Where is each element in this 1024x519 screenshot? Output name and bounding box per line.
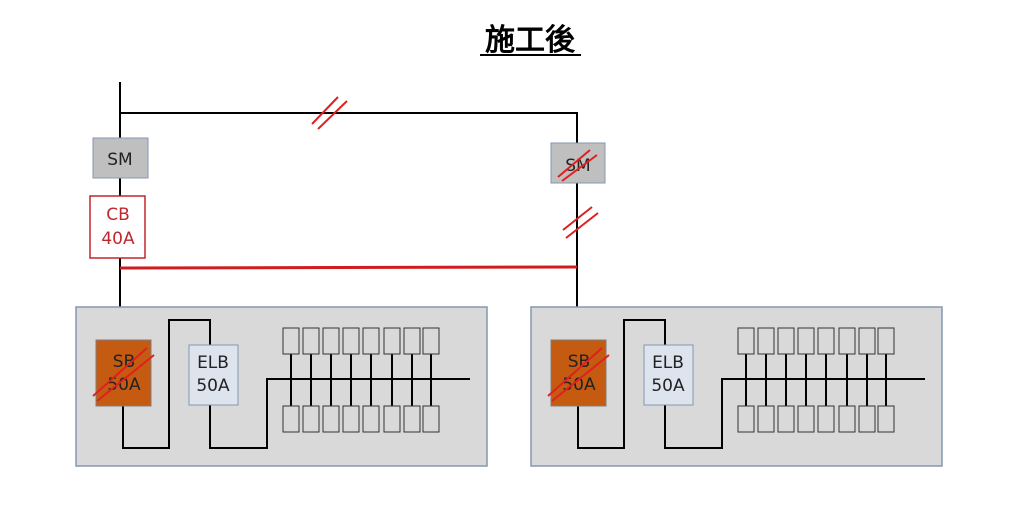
branch-feed-line: [120, 112, 578, 340]
sb-to-elb-wire: [122, 319, 211, 449]
cb-label-2: 40A: [101, 229, 135, 249]
meter-label: SM: [107, 150, 132, 170]
branch-breaker-bottom: [362, 405, 380, 433]
branch-breaker-bottom: [383, 405, 401, 433]
branch-breaker-bottom: [282, 405, 300, 433]
meter-right-removed: SM: [550, 142, 606, 184]
branch-breaker-top: [282, 327, 300, 355]
branch-breaker-top: [817, 327, 835, 355]
cut-mark-right: [562, 206, 599, 239]
new-red-feed-line: [119, 265, 578, 270]
branch-breaker-bottom: [817, 405, 835, 433]
branch-breaker-top: [777, 327, 795, 355]
branch-breaker-bottom: [342, 405, 360, 433]
branch-breaker-bottom: [838, 405, 856, 433]
meter-left: SM: [92, 137, 149, 179]
distribution-panel-left: SB 50A ELB 50A: [75, 306, 488, 467]
branch-breaker-bottom: [777, 405, 795, 433]
elb-label-1: ELB: [652, 353, 684, 373]
branch-breaker-top: [877, 327, 895, 355]
branch-breaker-top: [403, 327, 421, 355]
branch-breaker-bottom: [797, 405, 815, 433]
branch-breaker-top: [797, 327, 815, 355]
sb-label-2: 50A: [562, 375, 596, 395]
branch-breaker-top: [362, 327, 380, 355]
bus-bar: [664, 378, 925, 449]
branch-breaker-bottom: [422, 405, 440, 433]
strike-mark: [92, 347, 155, 402]
sb-label-2: 50A: [107, 375, 141, 395]
branch-breaker-bottom: [737, 405, 755, 433]
branch-breaker-bottom: [302, 405, 320, 433]
service-breaker-sb: SB 50A: [547, 339, 610, 407]
bus-bar: [209, 378, 470, 449]
branch-breaker-top: [302, 327, 320, 355]
branch-breaker-top: [422, 327, 440, 355]
sb-label-1: SB: [568, 352, 590, 372]
elb-label-2: 50A: [196, 376, 230, 396]
earth-leakage-breaker-elb: ELB 50A: [188, 344, 239, 406]
cut-mark-top: [311, 96, 348, 130]
branch-breaker-top: [383, 327, 401, 355]
meter-label: SM: [565, 156, 590, 176]
branch-breaker-bottom: [877, 405, 895, 433]
branch-breaker-top: [858, 327, 876, 355]
distribution-panel-right: SB 50A ELB 50A: [530, 306, 943, 467]
strike-mark: [547, 347, 610, 402]
service-breaker-sb: SB 50A: [92, 339, 155, 407]
elb-label-1: ELB: [197, 353, 229, 373]
branch-breaker-bottom: [403, 405, 421, 433]
strike-mark: [557, 149, 598, 182]
diagram-title: 施工後: [485, 23, 576, 58]
circuit-breaker-cb: CB 40A: [89, 195, 146, 259]
cb-label-1: CB: [106, 205, 130, 225]
sb-label-1: SB: [113, 352, 135, 372]
earth-leakage-breaker-elb: ELB 50A: [643, 344, 694, 406]
branch-breaker-top: [838, 327, 856, 355]
branch-breaker-bottom: [322, 405, 340, 433]
branch-breaker-top: [342, 327, 360, 355]
elb-label-2: 50A: [651, 376, 685, 396]
branch-breaker-top: [322, 327, 340, 355]
branch-breaker-bottom: [757, 405, 775, 433]
branch-breaker-bottom: [858, 405, 876, 433]
branch-breaker-top: [757, 327, 775, 355]
branch-breaker-top: [737, 327, 755, 355]
sb-to-elb-wire: [577, 319, 666, 449]
